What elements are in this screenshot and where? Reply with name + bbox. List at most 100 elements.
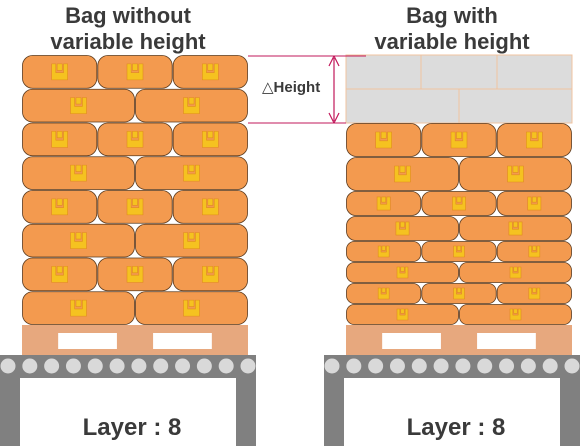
bag-body xyxy=(172,257,248,292)
conveyor-roller xyxy=(520,358,536,374)
bag-body xyxy=(459,262,572,283)
bag-body xyxy=(421,241,497,262)
bag-body xyxy=(496,191,572,216)
bag-logo-icon xyxy=(375,131,392,149)
right-bag xyxy=(346,123,422,157)
bag-body xyxy=(135,88,248,123)
right-bag xyxy=(346,216,459,241)
height-label: △Height xyxy=(262,78,320,96)
bag-logo-icon xyxy=(527,196,542,211)
right-bag xyxy=(346,191,422,216)
left-bag xyxy=(22,156,135,190)
right-bag xyxy=(346,157,459,191)
left-bag xyxy=(97,55,173,89)
left-bag xyxy=(97,190,173,224)
conveyor-roller xyxy=(153,358,169,374)
left-bag xyxy=(97,122,173,157)
bag-body xyxy=(22,257,98,292)
bag-body xyxy=(135,223,248,258)
right-bag xyxy=(496,191,572,216)
right-bag xyxy=(496,123,572,157)
right-bag xyxy=(459,262,572,283)
right-title: Bag with variable height xyxy=(374,3,530,54)
bag-logo-icon xyxy=(126,131,144,148)
left-bag xyxy=(135,291,248,325)
left-bag xyxy=(22,223,135,258)
bag-logo-icon xyxy=(70,232,87,249)
bag-logo-icon xyxy=(453,245,465,258)
conveyor-leg xyxy=(560,378,580,446)
bag-logo-icon xyxy=(508,221,523,236)
bag-body xyxy=(97,122,173,157)
bag-logo-icon xyxy=(528,287,541,300)
bag-body xyxy=(421,283,497,304)
left-bag xyxy=(172,257,248,292)
right-bag xyxy=(459,304,572,325)
bag-logo-icon xyxy=(509,266,522,279)
bag-logo-icon xyxy=(51,198,68,216)
pallet-gap xyxy=(153,333,212,349)
left-bag xyxy=(22,190,98,224)
right-bag xyxy=(346,304,459,325)
right-conveyor xyxy=(324,355,580,446)
conveyor-roller xyxy=(324,358,340,374)
conveyor-roller xyxy=(542,358,558,374)
left-bag xyxy=(22,291,135,325)
bag-logo-icon xyxy=(126,63,144,81)
left-bag xyxy=(135,88,248,123)
conveyor-roller xyxy=(455,358,471,374)
bag-body xyxy=(22,122,98,157)
bag-logo-icon xyxy=(183,299,200,317)
bag-logo-icon xyxy=(126,198,144,216)
ghost-cell xyxy=(458,88,573,124)
left-title: Bag without variable height xyxy=(50,3,206,54)
conveyor-roller xyxy=(499,358,515,374)
bag-logo-icon xyxy=(377,245,390,258)
conveyor-roller xyxy=(196,358,212,374)
conveyor-roller xyxy=(346,358,362,374)
conveyor-roller xyxy=(109,358,125,374)
right-bag xyxy=(346,262,459,283)
bag-logo-icon xyxy=(395,221,410,236)
bag-body xyxy=(22,291,135,325)
bag-logo-icon xyxy=(526,131,543,149)
conveyor-roller xyxy=(87,358,103,374)
conveyor-roller xyxy=(131,358,147,374)
pallet-gap xyxy=(477,333,536,349)
bag-body xyxy=(346,216,459,241)
height-label-text: Height xyxy=(273,79,321,96)
left-bag xyxy=(135,156,248,190)
bag-logo-icon xyxy=(202,131,219,148)
bag-body xyxy=(346,262,459,283)
right-bag xyxy=(421,191,497,216)
bag-logo-icon xyxy=(70,164,87,182)
bag-body xyxy=(346,304,459,325)
left-bag xyxy=(172,122,248,157)
bag-body xyxy=(346,191,422,216)
conveyor-roller xyxy=(411,358,427,374)
bag-body xyxy=(496,241,572,262)
bag-logo-icon xyxy=(202,63,219,81)
bag-body xyxy=(346,157,459,191)
right-bag xyxy=(496,283,572,304)
left-conveyor xyxy=(0,355,256,446)
bag-body xyxy=(172,190,248,224)
right-bag xyxy=(459,157,572,191)
conveyor-bed xyxy=(0,355,256,378)
bag-logo-icon xyxy=(396,308,409,321)
right-bag xyxy=(421,241,497,262)
conveyor-roller xyxy=(0,358,16,374)
pallet-gap xyxy=(382,333,441,349)
bag-body xyxy=(346,241,422,262)
conveyor-roller xyxy=(22,358,38,374)
conveyor-leg xyxy=(236,378,256,446)
left-layer-label: Layer : 8 xyxy=(82,414,182,441)
bag-body xyxy=(22,55,98,89)
conveyor-roller xyxy=(477,358,493,374)
right-layer-label: Layer : 8 xyxy=(406,414,506,441)
left-bag xyxy=(22,88,135,123)
bag-logo-icon xyxy=(450,131,468,149)
bag-logo-icon xyxy=(183,232,200,249)
left-bag xyxy=(22,55,98,89)
